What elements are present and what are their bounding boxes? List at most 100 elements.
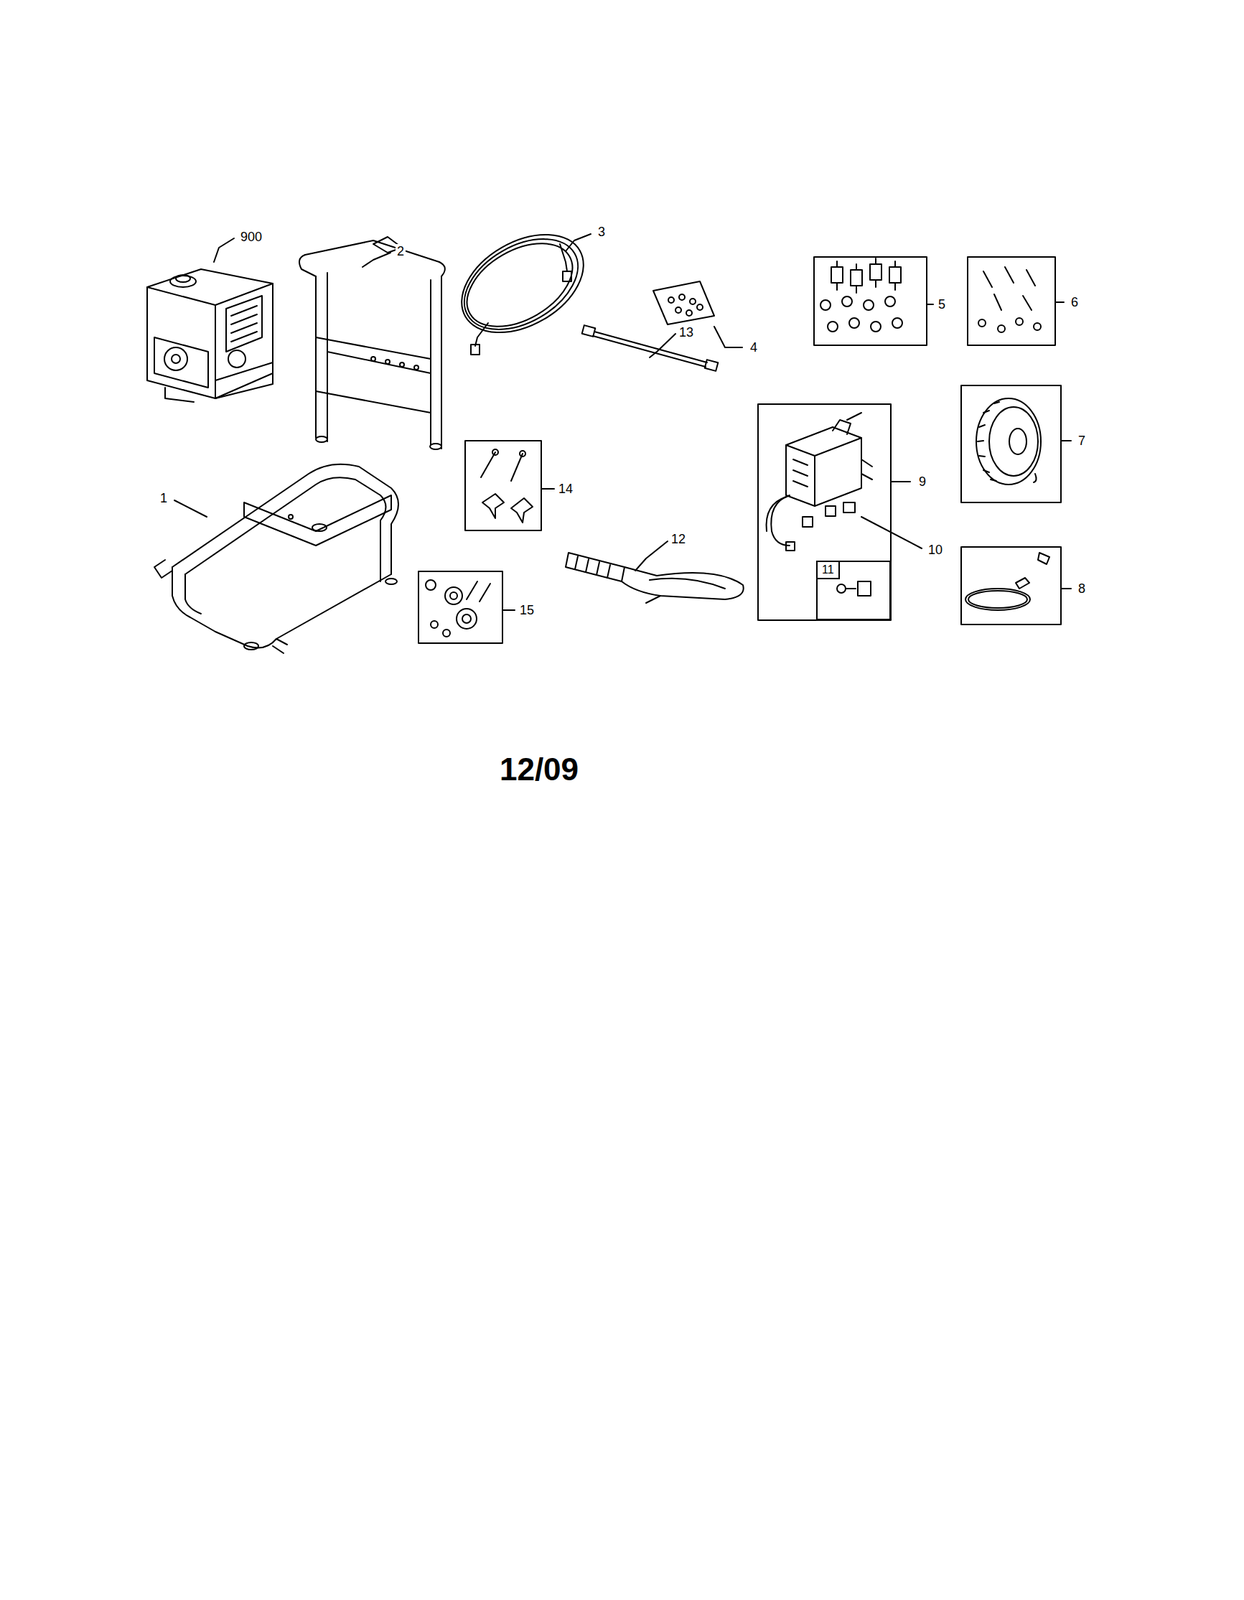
leader-line	[890, 480, 911, 483]
engine-drawing	[170, 275, 196, 288]
hardware-kit-drawing	[894, 261, 896, 291]
parts-bag-drawing	[697, 304, 703, 311]
hardware-kit-drawing	[450, 592, 458, 600]
parts-bag-drawing	[686, 310, 692, 316]
hardware-kit-drawing	[511, 498, 533, 523]
base-frame-drawing	[312, 524, 327, 532]
seal-kit-drawing	[1015, 577, 1030, 589]
engine-drawing	[228, 350, 246, 368]
pump-kit-drawing	[766, 496, 787, 532]
hardware-kit-drawing	[870, 321, 881, 332]
engine-drawing	[154, 337, 209, 388]
sub-kit-box: 11	[816, 560, 891, 621]
leader-line	[1055, 301, 1064, 303]
hardware-kit-drawing	[889, 267, 901, 283]
wheel-drawing	[1033, 473, 1037, 483]
parts-bag-drawing	[653, 281, 715, 325]
pump-kit-drawing	[758, 404, 891, 621]
callout-number: 4	[748, 340, 759, 355]
base-frame-drawing	[215, 574, 392, 648]
pump-kit-drawing	[786, 427, 862, 507]
engine-drawing	[175, 274, 191, 283]
hardware-kit-drawing	[492, 449, 499, 456]
wheel-drawing	[977, 401, 1000, 481]
hardware-kit-drawing	[814, 256, 927, 346]
leader-line	[1060, 440, 1072, 442]
base-frame-drawing	[288, 514, 293, 519]
hardware-kit-drawing	[967, 256, 1056, 346]
callout-number: 15	[518, 602, 536, 618]
base-frame-drawing	[272, 638, 288, 654]
leader-line	[213, 238, 235, 263]
seal-kit-drawing	[1037, 552, 1050, 565]
hose-drawing	[452, 226, 588, 344]
engine-drawing	[165, 387, 194, 402]
leader-line	[926, 303, 934, 306]
hardware-kit-drawing	[983, 267, 1036, 311]
hardware-kit-drawing	[836, 261, 838, 291]
hardware-kit-drawing	[480, 452, 523, 481]
hardware-kit-drawing	[814, 256, 927, 346]
handle-frame-drawing	[439, 262, 446, 277]
wheel-drawing	[1009, 428, 1027, 455]
pump-kit-drawing	[802, 516, 813, 527]
engine-drawing	[147, 269, 273, 402]
hardware-kit-drawing	[850, 269, 863, 286]
spray-gun-drawing	[649, 578, 726, 589]
engine-drawing	[226, 295, 263, 352]
engine-drawing	[171, 354, 181, 364]
handle-frame-drawing	[371, 356, 376, 362]
spray-gun-drawing	[621, 567, 744, 600]
callout-number: 12	[669, 531, 687, 547]
pump-kit-drawing	[786, 541, 795, 551]
leader-line	[174, 234, 1072, 611]
leader-line	[635, 541, 668, 571]
handle-frame-drawing	[315, 272, 328, 442]
wand-drawing	[592, 335, 706, 367]
hose-drawing	[475, 323, 489, 346]
hardware-kit-drawing	[831, 267, 843, 283]
base-frame-drawing	[154, 464, 399, 654]
seal-kit-drawing	[965, 588, 1031, 611]
parts-bag-drawing	[668, 297, 675, 303]
callout-number: 6	[1069, 295, 1080, 310]
hose-drawing	[470, 344, 480, 355]
base-frame-drawing	[185, 574, 201, 614]
engine-drawing	[231, 305, 257, 342]
callout-number: 14	[557, 481, 575, 497]
hardware-kit-drawing	[1033, 323, 1041, 331]
hardware-kit-drawing	[1015, 317, 1023, 326]
hose-drawing	[444, 214, 601, 355]
handle-frame-drawing	[399, 362, 405, 367]
hardware-kit-drawing	[445, 587, 463, 605]
pump-kit-drawing	[845, 587, 856, 590]
hardware-kit-drawing	[820, 300, 831, 311]
callout-number: 8	[1076, 581, 1087, 596]
callout-number: 1	[158, 490, 169, 506]
pump-kit-drawing	[861, 459, 873, 480]
wheel-drawing	[961, 385, 1061, 503]
handle-frame-drawing	[414, 365, 419, 370]
pump-kit-drawing	[857, 581, 871, 596]
hose-drawing	[444, 214, 601, 353]
base-frame-drawing	[172, 464, 399, 575]
wheel-drawing	[961, 385, 1061, 503]
leader-line	[502, 609, 515, 611]
wheel-drawing	[976, 398, 1041, 485]
pump-kit-drawing	[786, 437, 862, 507]
parts-illustration	[147, 214, 1072, 654]
engine-drawing	[147, 283, 273, 306]
hardware-kit-drawing	[978, 319, 986, 327]
handle-frame-drawing	[430, 276, 442, 449]
base-frame-drawing	[185, 477, 387, 582]
spray-gun-drawing	[646, 595, 661, 603]
pump-kit-drawing	[770, 495, 790, 546]
leader-line	[541, 488, 555, 490]
handle-frame-drawing	[315, 391, 431, 413]
hardware-kit-drawing	[418, 571, 503, 644]
parts-bag-drawing	[675, 307, 682, 313]
handle-frame-drawing	[429, 443, 442, 450]
seal-kit-drawing	[968, 590, 1028, 609]
handle-frame-drawing	[315, 436, 328, 443]
spray-gun-drawing	[565, 552, 744, 603]
